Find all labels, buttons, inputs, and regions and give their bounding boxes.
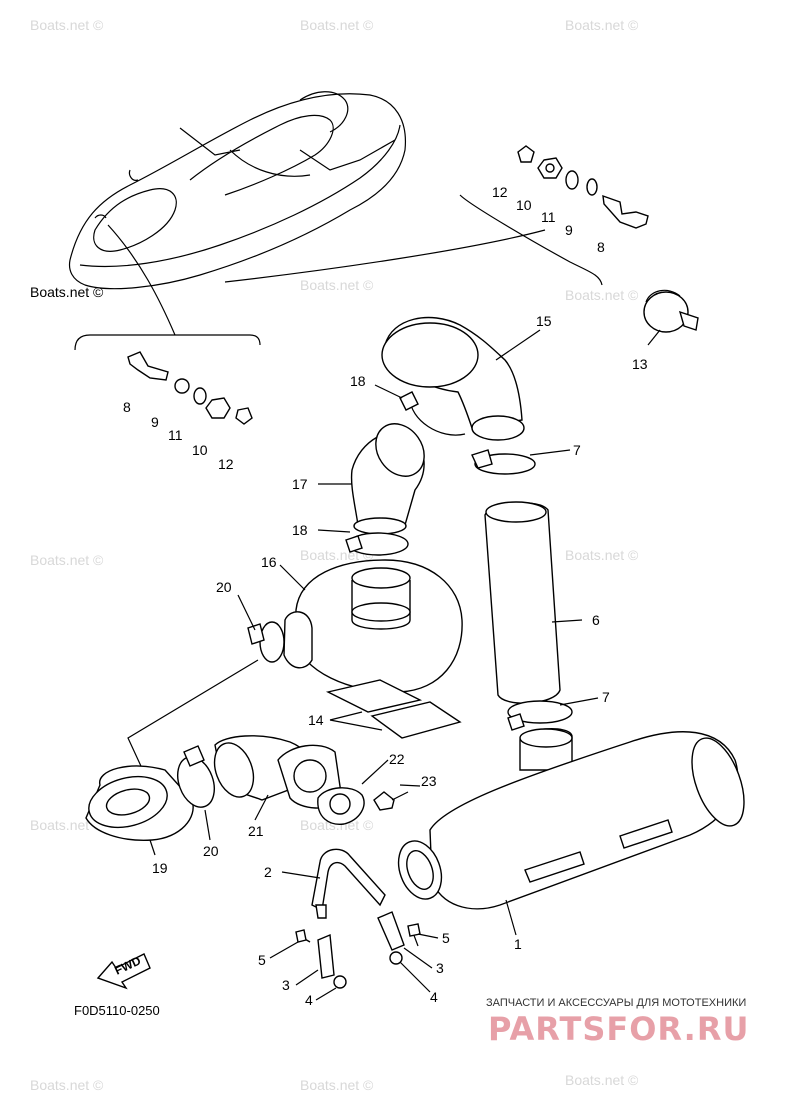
watermark: Boats.net ©: [30, 1077, 104, 1093]
callout-7: 7: [573, 442, 581, 458]
callout-9: 9: [151, 414, 159, 430]
watermark: Boats.net ©: [300, 817, 374, 833]
callout-8: 8: [123, 399, 131, 415]
callout-5: 5: [442, 930, 450, 946]
leader-line: [74, 334, 261, 351]
leader-line: [224, 229, 546, 283]
clamp-7-lower: [507, 700, 573, 731]
clamp-20-upper: [247, 621, 285, 663]
gasket-14: [325, 679, 462, 739]
leader-line: [459, 194, 603, 286]
hardware-group-top: [517, 145, 649, 229]
callout-10: 10: [192, 442, 208, 458]
callout-18: 18: [350, 373, 366, 389]
callout-20: 20: [203, 843, 219, 859]
watermark: Boats.net ©: [300, 17, 374, 33]
callout-4: 4: [430, 989, 438, 1005]
callout-8: 8: [597, 239, 605, 255]
callout-4: 4: [305, 992, 313, 1008]
watermark: Boats.net ©: [30, 552, 104, 568]
callout-13: 13: [632, 356, 648, 372]
watermark-dark: Boats.net ©: [30, 284, 104, 300]
callout-12: 12: [218, 456, 234, 472]
watermark: Boats.net ©: [300, 277, 374, 293]
jetski-illustration: [68, 91, 407, 290]
watermark: Boats.net ©: [565, 547, 639, 563]
elbow-17: [350, 423, 425, 535]
clamp-20-lower: [177, 745, 215, 808]
clamp-13: [643, 289, 699, 333]
diagram-code: F0D5110-0250: [74, 1003, 160, 1018]
callout-11: 11: [541, 209, 556, 225]
callout-12: 12: [492, 184, 508, 200]
callout-21: 21: [248, 823, 264, 839]
fwd-arrow: FWD: [96, 953, 151, 990]
watermark: Boats.net ©: [300, 1077, 374, 1093]
callout-11: 11: [168, 427, 183, 443]
hardware-group-left: [127, 351, 253, 425]
callout-14: 14: [308, 712, 324, 728]
callout-7: 7: [602, 689, 610, 705]
callout-22: 22: [389, 751, 405, 767]
watermark: Boats.net ©: [565, 1072, 639, 1088]
callout-10: 10: [516, 197, 532, 213]
flange-22: [277, 744, 409, 825]
hose-19: [85, 765, 194, 841]
callout-17: 17: [292, 476, 308, 492]
callout-19: 19: [152, 860, 168, 876]
callout-1: 1: [514, 936, 522, 952]
watermark: Boats.net ©: [30, 817, 104, 833]
watermark: Boats.net ©: [565, 17, 639, 33]
watermark: Boats.net ©: [565, 287, 639, 303]
callout-5: 5: [258, 952, 266, 968]
callout-20: 20: [216, 579, 232, 595]
callout-labels: 12 10 11 9 8 15 13 18 8 9 11 10 12 7 17 …: [123, 184, 648, 1008]
clamp-18-top: [399, 391, 466, 436]
callout-3: 3: [436, 960, 444, 976]
clamp-18-middle: [345, 532, 409, 556]
pipe-6: [484, 501, 561, 704]
brand-caption: ЗАПЧАСТИ И АКСЕССУАРЫ ДЛЯ МОТОТЕХНИКИ: [486, 997, 746, 1009]
strap-2: [311, 848, 386, 919]
chamber-16: [283, 559, 463, 693]
callout-23: 23: [421, 773, 437, 789]
callout-leaders: [149, 329, 661, 1001]
callout-6: 6: [592, 612, 600, 628]
brand-logo: PARTSFOR.RU: [488, 1010, 749, 1048]
callout-16: 16: [261, 554, 277, 570]
callout-2: 2: [264, 864, 272, 880]
bracket-hardware-left: [295, 929, 347, 989]
callout-9: 9: [565, 222, 573, 238]
bracket-hardware-right: [377, 911, 421, 965]
callout-18: 18: [292, 522, 308, 538]
muffler-1: [397, 728, 745, 910]
clamp-7-top: [471, 449, 536, 475]
watermark: Boats.net ©: [30, 17, 104, 33]
elbow-15: [381, 316, 525, 441]
callout-15: 15: [536, 313, 552, 329]
callout-3: 3: [282, 977, 290, 993]
leader-line: [107, 224, 176, 336]
